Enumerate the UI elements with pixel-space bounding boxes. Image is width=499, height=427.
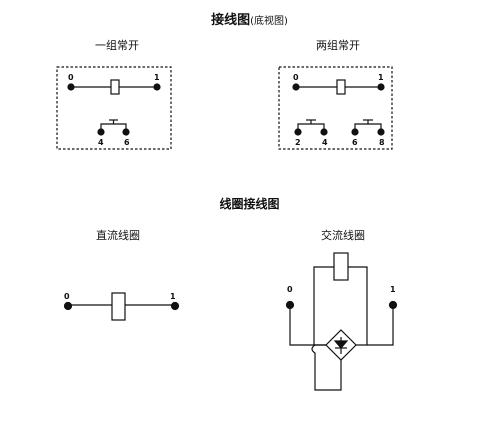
pin-dot	[377, 83, 385, 91]
coil-symbol	[111, 292, 126, 321]
coil-wire-left	[313, 266, 334, 346]
pin-label: 1	[154, 73, 160, 82]
coil-symbol	[336, 79, 346, 95]
coil-section-title: 线圈接线图	[219, 197, 280, 211]
ac-input-right	[367, 305, 394, 346]
pin-dot	[320, 128, 328, 136]
pin-label: 0	[64, 292, 70, 301]
pin-label: 1	[378, 73, 384, 82]
pin-label: 4	[322, 138, 328, 147]
pin-label: 0	[68, 73, 74, 82]
page-title: 接线图(底视图)	[0, 9, 499, 28]
pin-dot	[153, 83, 161, 91]
pin-dot	[285, 300, 295, 310]
coil-wire-right	[348, 266, 368, 346]
pin-dot	[351, 128, 359, 136]
ac-input-left	[289, 305, 326, 346]
diode-symbol	[333, 340, 349, 349]
pin-label: 1	[390, 285, 396, 294]
frame-dashed	[278, 66, 393, 150]
pin-dot	[170, 301, 180, 311]
pin-dot	[122, 128, 130, 136]
title-note: (底视图)	[250, 16, 288, 27]
label-single-no: 一组常开	[95, 39, 139, 52]
label-ac-coil: 交流线圈	[321, 229, 365, 242]
pin-dot	[292, 83, 300, 91]
pin-label: 6	[352, 138, 358, 147]
pin-dot	[63, 301, 73, 311]
switch-contact	[297, 123, 325, 131]
diagram-ac-coil	[285, 252, 398, 391]
pin-label: 1	[170, 292, 176, 301]
pin-dot	[377, 128, 385, 136]
pin-dot	[97, 128, 105, 136]
diagram-double-no	[278, 66, 393, 150]
switch-contact	[354, 123, 382, 131]
coil-symbol	[333, 252, 349, 281]
pin-dot	[67, 83, 75, 91]
coil-symbol	[110, 79, 120, 95]
pin-dot	[388, 300, 398, 310]
label-double-no: 两组常开	[316, 39, 360, 52]
frame-dashed	[56, 66, 172, 150]
pin-label: 2	[295, 138, 301, 147]
diagram-single-no	[56, 66, 172, 150]
pin-labels: 0 1 4 6 0 1 2 4 6 8 0 1 0 1	[64, 73, 396, 301]
pin-label: 4	[98, 138, 104, 147]
pin-dot	[294, 128, 302, 136]
pin-label: 0	[293, 73, 299, 82]
pin-label: 0	[287, 285, 293, 294]
pin-label: 8	[379, 138, 385, 147]
label-dc-coil: 直流线圈	[96, 229, 140, 242]
bottom-wire	[311, 344, 342, 391]
diagram-dc-coil	[63, 292, 180, 321]
title-text: 接线图	[211, 13, 251, 28]
switch-contact	[100, 123, 127, 131]
pin-label: 6	[124, 138, 130, 147]
